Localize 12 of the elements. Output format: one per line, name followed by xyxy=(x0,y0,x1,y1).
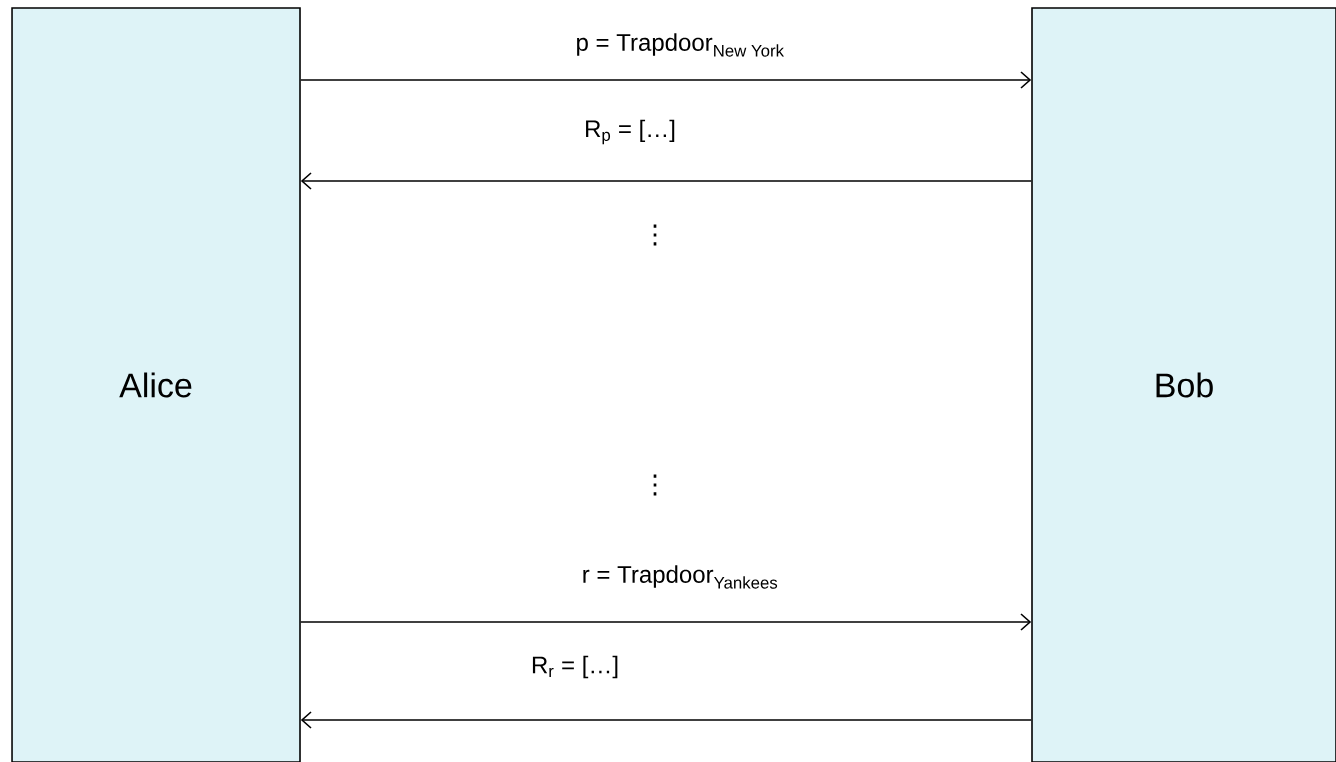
actor-box: Bob xyxy=(1031,7,1336,762)
arrow xyxy=(300,71,1032,89)
vertical-ellipsis: ⋮ xyxy=(653,474,657,496)
vertical-ellipsis: ⋮ xyxy=(653,224,657,246)
edge-label: $\text{R}_{\text{r}}\text{ = […]}$ xyxy=(532,655,618,679)
edge-label: $\text{R}_{\text{p}}\text{ = […]}$ xyxy=(586,119,675,145)
arrow xyxy=(300,711,1032,729)
edge-label: $\text{p = Trapdoor}_{\text{New York}}$ xyxy=(577,33,784,57)
edge-label: $\text{r = Trapdoor}_{\text{Yankees}}$ xyxy=(583,565,778,589)
arrow xyxy=(300,613,1032,631)
actor-box: Alice xyxy=(11,7,301,762)
arrow xyxy=(300,172,1032,190)
